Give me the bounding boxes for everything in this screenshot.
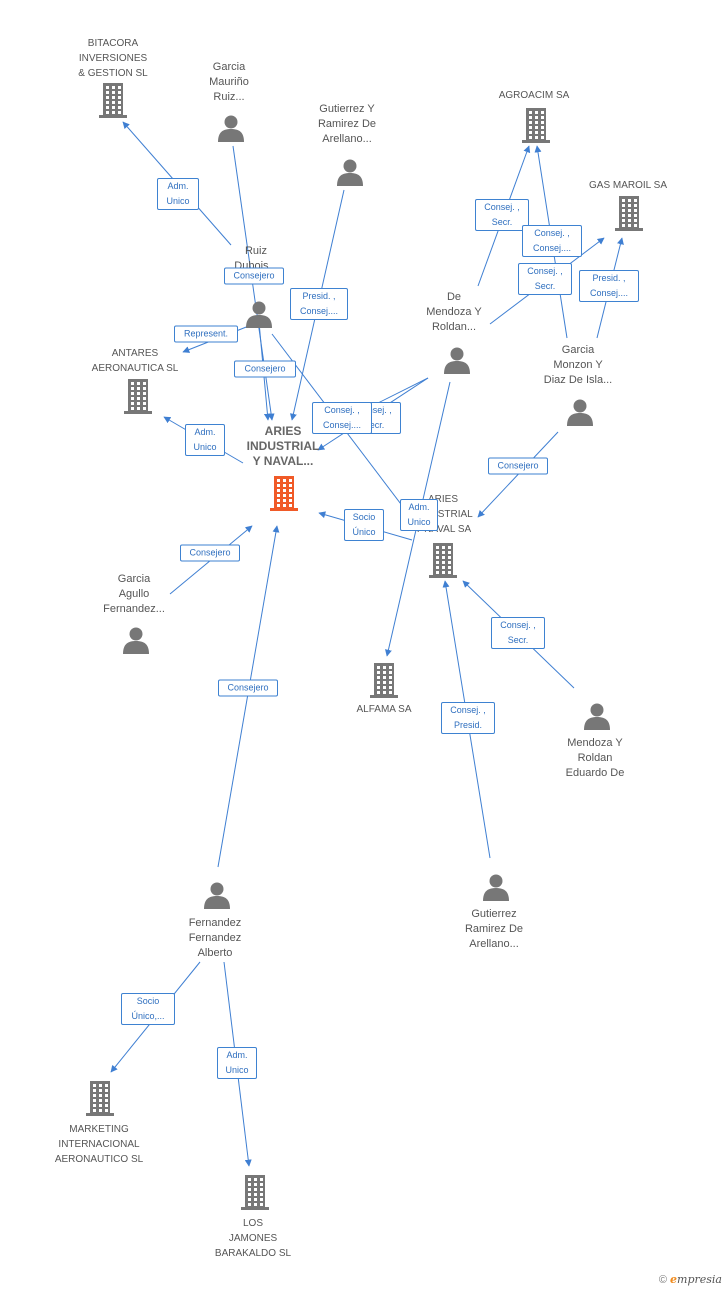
person-name-label[interactable]: Garcia Mauriño Ruiz... [209, 61, 249, 103]
person-icon[interactable] [245, 300, 273, 333]
company-building-icon[interactable] [613, 195, 645, 236]
person-icon[interactable] [217, 114, 245, 147]
empresia-logo[interactable]: empresia [670, 1273, 722, 1286]
edge-line [477, 431, 559, 518]
person-icon[interactable] [482, 873, 510, 906]
company-name-label[interactable]: BITACORA INVERSIONES & GESTION SL [78, 38, 148, 79]
relation-label[interactable]: Consejero [234, 360, 296, 378]
relation-label[interactable]: Consej. , Secr. [518, 263, 572, 295]
relation-label[interactable]: Adm. Unico [400, 499, 438, 531]
relation-label[interactable]: Socio Único,... [121, 993, 175, 1025]
company-name-label[interactable]: AGROACIM SA [498, 90, 570, 101]
footer-brand: © empresia [659, 1273, 722, 1286]
company-building-icon[interactable] [97, 82, 129, 123]
company-name-label[interactable]: GAS MAROIL SA [589, 180, 667, 191]
center-company-building-icon[interactable] [268, 475, 300, 516]
relation-label[interactable]: Adm. Unico [217, 1047, 257, 1079]
person-name-label[interactable]: Garcia Agullo Fernandez... [103, 573, 165, 615]
relation-label[interactable]: Represent. [174, 325, 238, 343]
person-name-label[interactable]: Garcia Monzon Y Diaz De Isla... [543, 344, 613, 386]
person-name-label[interactable]: De Mendoza Y Roldan... [426, 291, 482, 333]
relation-label[interactable]: Presid. , Consej.... [290, 288, 348, 320]
person-name-label[interactable]: Gutierrez Ramirez De Arellano... [464, 908, 524, 950]
relation-label[interactable]: Consej. , Secr. [491, 617, 545, 649]
person-name-label[interactable]: Fernandez Fernandez Alberto [188, 917, 242, 959]
company-name-label[interactable]: LOS JAMONES BARAKALDO SL [214, 1218, 292, 1259]
relation-label[interactable]: Socio Único [344, 509, 384, 541]
relation-label[interactable]: Consejero [488, 457, 548, 475]
company-name-label[interactable]: ARIES INDUSTRIAL Y NAVAL... [246, 424, 320, 468]
relation-label[interactable]: Consejero [224, 267, 284, 285]
relation-label[interactable]: Consej. , Secr. [475, 199, 529, 231]
company-name-label[interactable]: MARKETING INTERNACIONAL AERONAUTICO SL [54, 1124, 144, 1165]
person-icon[interactable] [443, 346, 471, 379]
person-icon[interactable] [122, 626, 150, 659]
person-icon[interactable] [336, 158, 364, 191]
company-building-icon[interactable] [427, 542, 459, 583]
company-building-icon[interactable] [368, 662, 400, 703]
relation-label[interactable]: Adm. Unico [185, 424, 225, 456]
relation-label[interactable]: Adm. Unico [157, 178, 199, 210]
edge-line [217, 525, 280, 868]
company-building-icon[interactable] [84, 1080, 116, 1121]
company-building-icon[interactable] [520, 107, 552, 148]
relation-label[interactable]: Consejero [218, 679, 278, 697]
relation-label[interactable]: Consejero [180, 544, 240, 562]
person-name-label[interactable]: Mendoza Y Roldan Eduardo De [565, 737, 625, 779]
company-building-icon[interactable] [122, 378, 154, 419]
person-name-label[interactable]: Gutierrez Y Ramirez De Arellano... [317, 103, 377, 145]
copyright-symbol: © [658, 1273, 668, 1286]
person-icon[interactable] [203, 881, 231, 914]
relation-label[interactable]: Presid. , Consej.... [579, 270, 639, 302]
company-name-label[interactable]: ANTARES AERONAUTICA SL [91, 348, 179, 374]
relation-label[interactable]: Consej. , Consej.... [312, 402, 372, 434]
company-name-label[interactable]: ALFAMA SA [356, 704, 412, 715]
person-icon[interactable] [566, 398, 594, 431]
company-building-icon[interactable] [239, 1174, 271, 1215]
relation-label[interactable]: Consej. , Consej.... [522, 225, 582, 257]
relation-label[interactable]: Consej. , Presid. [441, 702, 495, 734]
person-icon[interactable] [583, 702, 611, 735]
